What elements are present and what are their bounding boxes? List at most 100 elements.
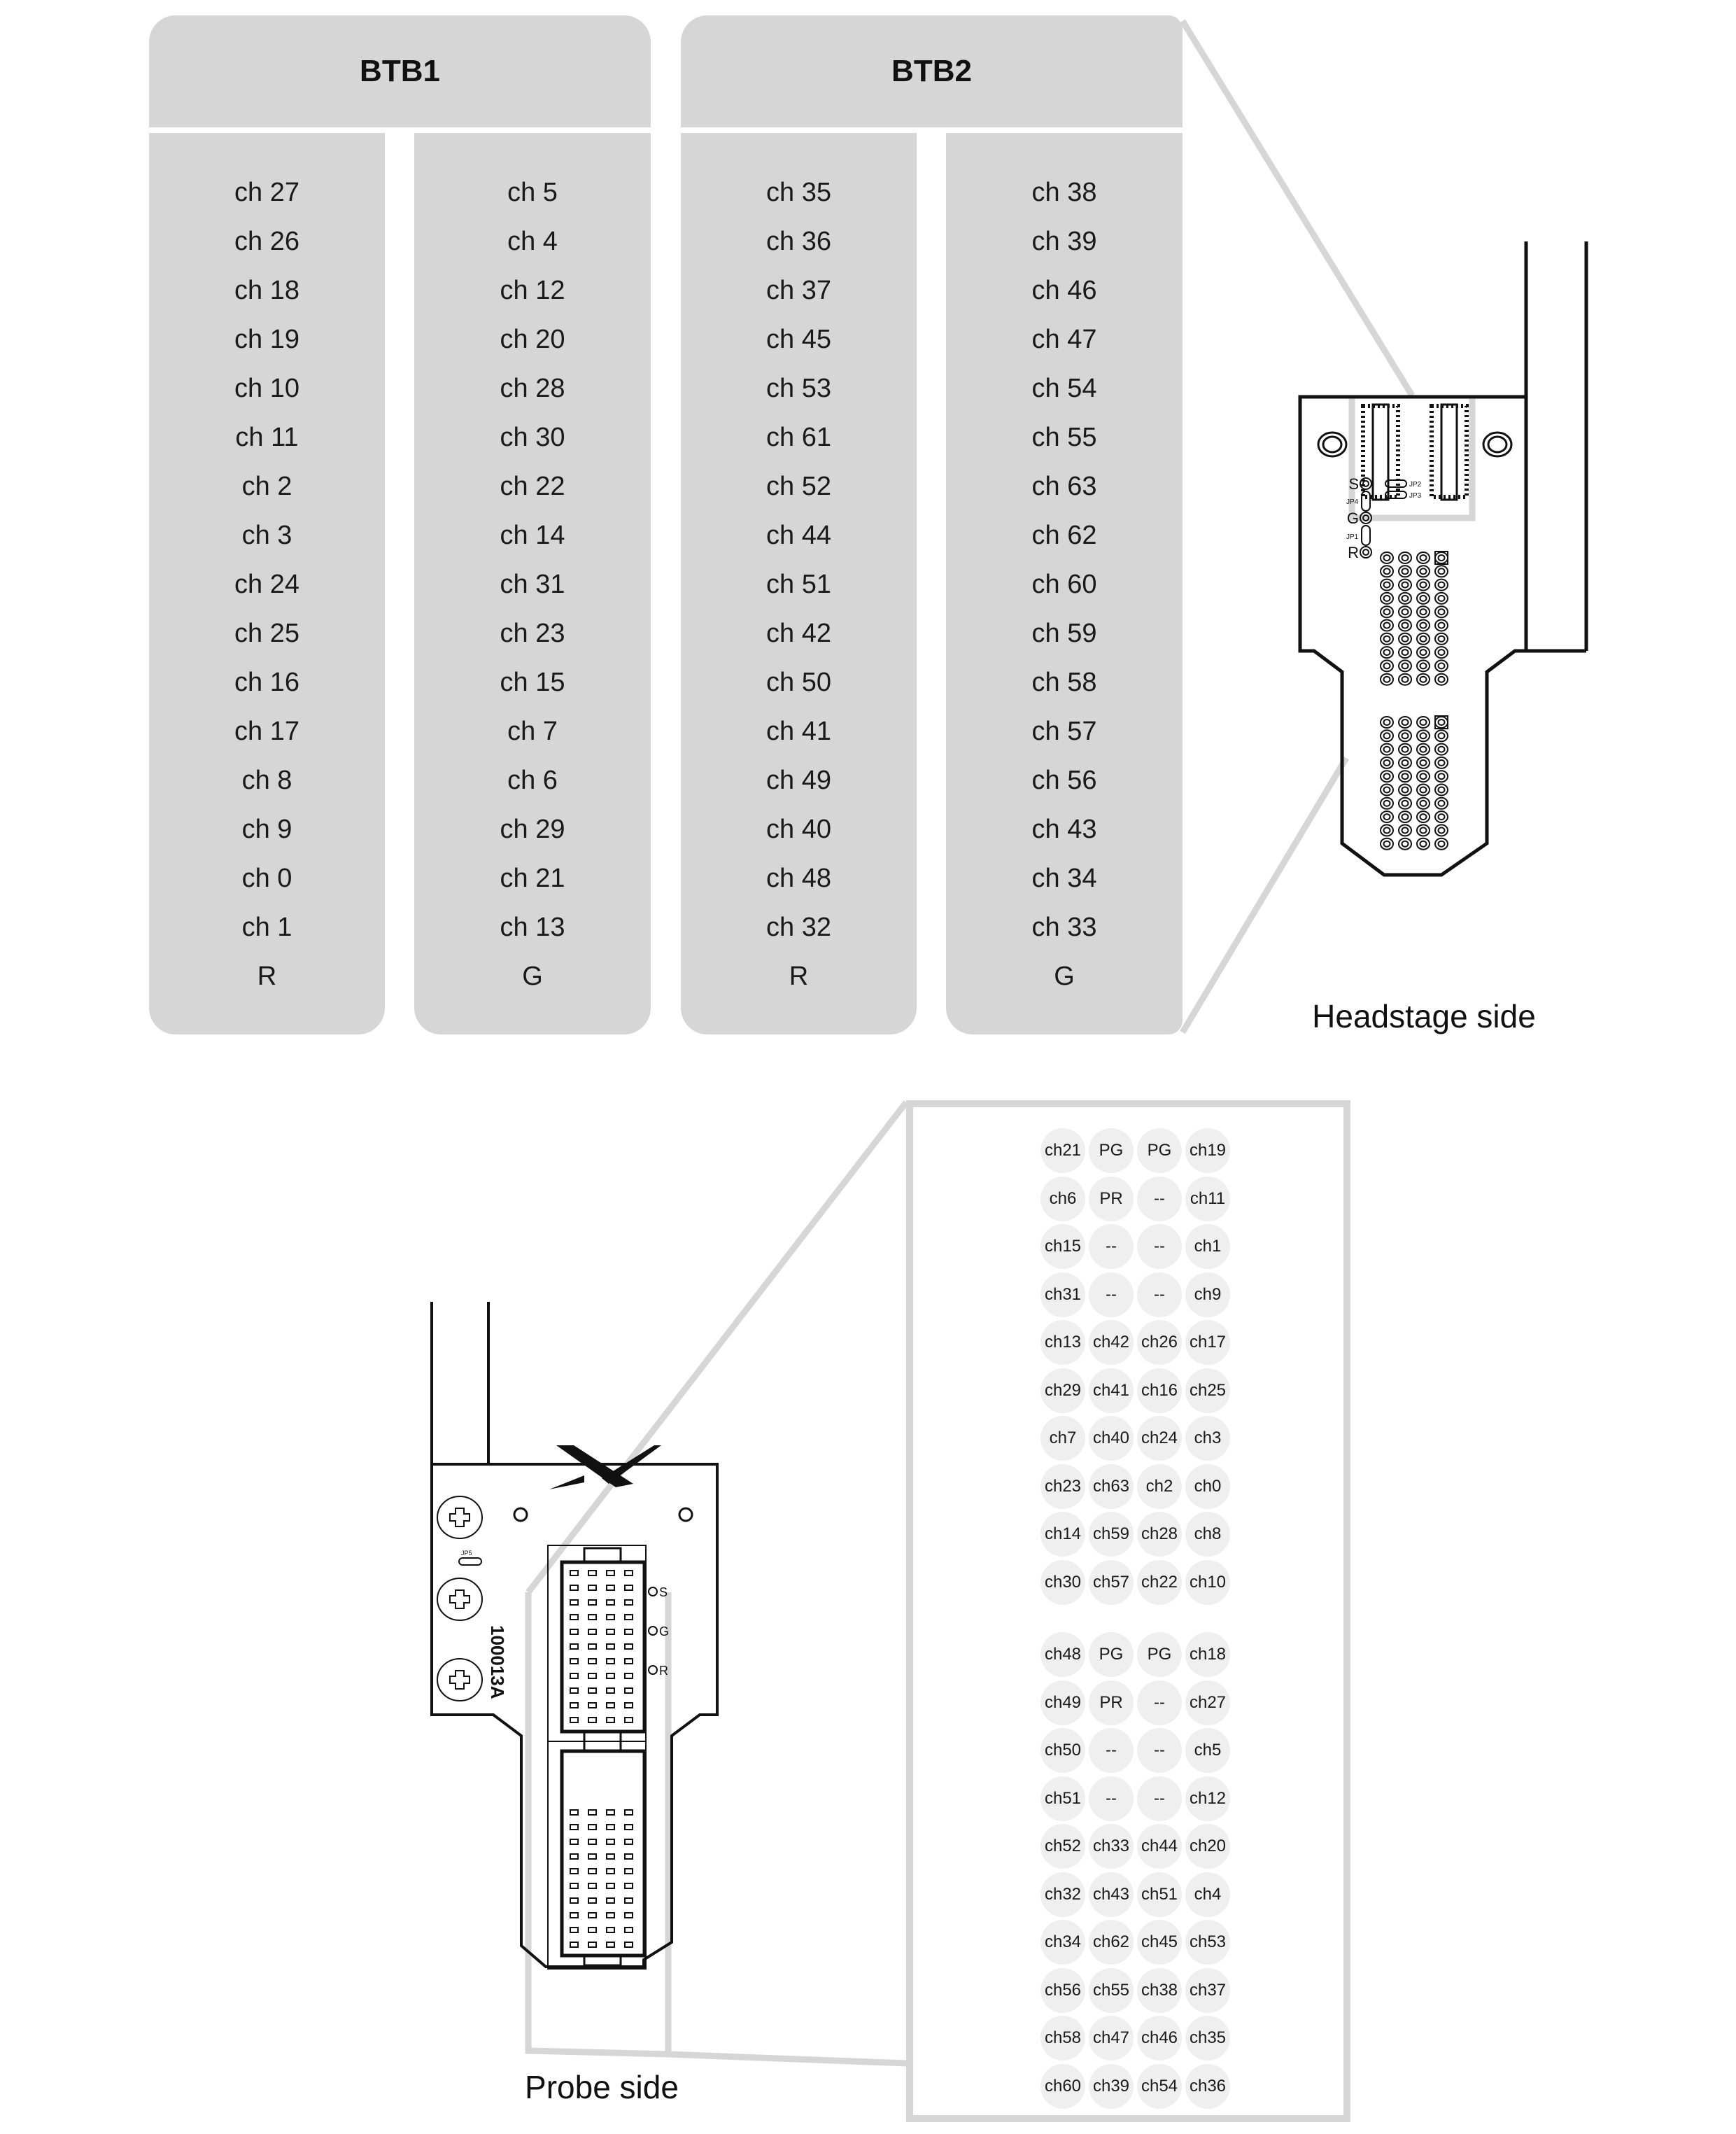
- channel-label: ch 31: [500, 570, 565, 599]
- pin-label: ch42: [1092, 1333, 1130, 1352]
- channel-label: ch 23: [500, 619, 565, 648]
- pin-label: ch60: [1044, 2076, 1082, 2096]
- channel-label: ch 12: [500, 276, 565, 305]
- channel-label: ch 17: [234, 717, 299, 746]
- pin-cell: --: [1137, 1776, 1182, 1821]
- jp2-label: JP2: [1409, 481, 1422, 489]
- pin-cell: ch35: [1185, 2016, 1230, 2061]
- channel-label: ch 48: [766, 864, 831, 893]
- channel-label: ch 62: [1031, 521, 1097, 550]
- pin-cell: ch42: [1089, 1320, 1134, 1365]
- channel-label: R: [789, 962, 809, 991]
- channel-label: ch 26: [234, 227, 299, 256]
- pin-label: ch20: [1189, 1837, 1227, 1855]
- pin-label: ch47: [1092, 2028, 1130, 2047]
- pin-cell: ch55: [1089, 1967, 1134, 2013]
- pin-cell: ch5: [1185, 1728, 1230, 1773]
- pin-cell: ch32: [1040, 1872, 1085, 1917]
- channel-label: ch 1: [241, 913, 292, 942]
- pin-label: ch25: [1189, 1380, 1227, 1400]
- probe-connector: [547, 1545, 647, 1970]
- pin-label: ch54: [1141, 2076, 1178, 2096]
- pin-label: ch48: [1044, 1645, 1082, 1664]
- channel-label: ch 38: [1031, 178, 1097, 207]
- pin-label: ch2: [1145, 1476, 1173, 1496]
- pin-label: ch0: [1194, 1476, 1222, 1496]
- pin-label: ch39: [1092, 2076, 1130, 2096]
- pin-cell: ch6: [1040, 1176, 1085, 1221]
- channel-label: ch 35: [766, 178, 831, 207]
- headstage-cable: [1524, 241, 1588, 653]
- channel-label: ch 55: [1031, 423, 1097, 452]
- pin-cell: ch46: [1137, 2016, 1182, 2061]
- pin-cell: ch48: [1040, 1632, 1085, 1677]
- pin-cell: ch53: [1185, 1920, 1230, 1965]
- pin-cell: PR: [1089, 1176, 1134, 1221]
- pin-cell: ch8: [1185, 1512, 1230, 1557]
- pin-label: ch10: [1189, 1572, 1227, 1592]
- pin-cell: ch15: [1040, 1224, 1085, 1269]
- pin-label: ch22: [1141, 1572, 1178, 1592]
- pin-label: --: [1106, 1741, 1117, 1760]
- channel-label: ch 37: [766, 276, 831, 305]
- jp1-label: JP1: [1346, 533, 1359, 541]
- channel-label: ch 20: [500, 325, 565, 354]
- pin-cell: ch57: [1089, 1559, 1134, 1605]
- pin-label: ch35: [1189, 2028, 1227, 2047]
- pin-cell: ch38: [1137, 1967, 1182, 2013]
- channel-label: ch 59: [1031, 619, 1097, 648]
- channel-label: ch 58: [1031, 668, 1097, 697]
- pin-label: ch62: [1092, 1932, 1130, 1951]
- channel-label: ch 5: [507, 178, 558, 207]
- pin-cell: ch27: [1185, 1680, 1230, 1725]
- pin-label: ch1: [1194, 1237, 1222, 1256]
- pin-label: ch38: [1141, 1980, 1178, 2000]
- pin-label: ch21: [1044, 1141, 1082, 1160]
- pin-label: ch43: [1092, 1884, 1130, 1904]
- pin-label: --: [1154, 1237, 1165, 1256]
- channel-label: ch 16: [234, 668, 299, 697]
- probe-pads: [648, 1587, 658, 1675]
- channel-label: ch 34: [1031, 864, 1097, 893]
- pin-cell: --: [1137, 1224, 1182, 1269]
- pin-label: ch32: [1044, 1884, 1082, 1904]
- pin-label: ch24: [1141, 1428, 1178, 1447]
- pin-cell: --: [1089, 1224, 1134, 1269]
- pin-cell: ch17: [1185, 1320, 1230, 1365]
- pin-cell: ch45: [1137, 1920, 1182, 1965]
- pin-label: ch17: [1189, 1333, 1227, 1352]
- pin-label: ch63: [1092, 1476, 1130, 1496]
- pin-label: PG: [1147, 1141, 1172, 1160]
- probe-screws: [437, 1496, 693, 1701]
- pin-label: ch26: [1141, 1333, 1178, 1352]
- pin-label: ch50: [1044, 1741, 1082, 1760]
- pin-cell: ch9: [1185, 1272, 1230, 1317]
- headstage-mount-holes: [1317, 431, 1513, 458]
- channel-label: ch 24: [234, 570, 299, 599]
- channel-label: ch 45: [766, 325, 831, 354]
- channel-label: ch 30: [500, 423, 565, 452]
- channel-label: R: [257, 962, 277, 991]
- pin-cell: ch47: [1089, 2016, 1134, 2061]
- pin-cell: ch41: [1089, 1368, 1134, 1413]
- pin-cell: ch58: [1040, 2016, 1085, 2061]
- pin-label: ch14: [1044, 1524, 1082, 1543]
- headstage-pads: [1360, 477, 1407, 559]
- channel-label: ch 18: [234, 276, 299, 305]
- btb-connectors: [1361, 403, 1469, 501]
- pin-label: --: [1106, 1237, 1117, 1256]
- pin-cell: ch34: [1040, 1920, 1085, 1965]
- pin-label: ch52: [1044, 1837, 1082, 1855]
- channel-label: ch 56: [1031, 766, 1097, 795]
- pin-cell: PG: [1137, 1128, 1182, 1173]
- pin-cell: ch29: [1040, 1368, 1085, 1413]
- pad-g-label: G: [1347, 510, 1359, 527]
- pin-label: ch18: [1189, 1645, 1227, 1664]
- pin-cell: ch16: [1137, 1368, 1182, 1413]
- pin-cell: ch36: [1185, 2063, 1230, 2109]
- pin-label: ch51: [1141, 1884, 1178, 1904]
- pin-cell: --: [1137, 1272, 1182, 1317]
